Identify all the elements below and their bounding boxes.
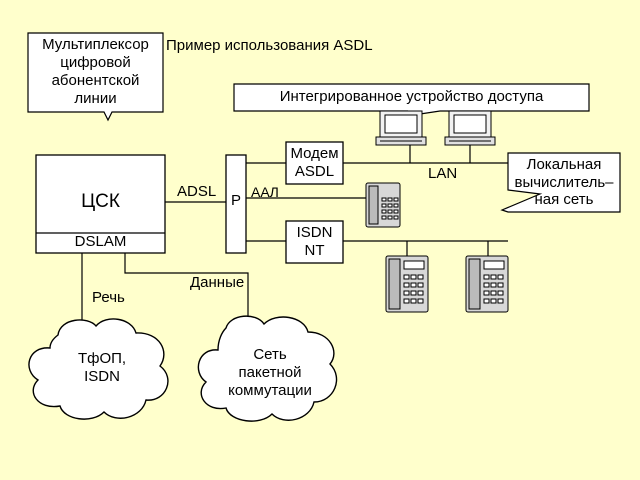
diagram-title: Пример использования ASDL: [166, 37, 373, 54]
lan-callout-shape: [500, 152, 621, 213]
aal-link-label: AAЛ: [251, 184, 279, 200]
splitter-block: [225, 154, 247, 254]
mux-callout-shape: [27, 32, 164, 122]
isdn-nt-label: ISDN NT: [296, 224, 333, 259]
isdn-nt-block: [285, 220, 344, 264]
data-link: [124, 253, 249, 320]
telephone-icon: [385, 255, 429, 313]
pstn-cloud-label: ТфОП, ISDN: [77, 350, 127, 385]
modem-label: Модем ASDL: [290, 145, 339, 180]
mux-callout-text: Мультиплексор цифровой абонентской линии: [42, 36, 149, 107]
lan-link-label: LAN: [428, 165, 458, 182]
csk-block: [35, 154, 166, 254]
computer-icon: [375, 110, 427, 146]
packet-network-label: Сеть пакетной коммутации: [228, 346, 312, 399]
iad-callout-text: Интегрированное устройство доступа: [279, 88, 544, 105]
csk-label: ЦСК: [81, 191, 120, 212]
voice-link-label: Речь: [92, 289, 125, 306]
telephone-icon: [465, 255, 509, 313]
packet-network-cloud: [197, 315, 338, 422]
dslam-label: DSLAM: [74, 233, 127, 250]
data-link-label: Данные: [190, 274, 245, 291]
splitter-label: P: [230, 192, 241, 209]
modem-block: [285, 141, 344, 185]
telephone-icon: [365, 182, 401, 228]
lan-callout-text: Локальная вычислитель– ная сеть: [514, 156, 614, 209]
computer-icon: [444, 110, 496, 146]
adsl-link-label: ADSL: [177, 183, 217, 200]
pstn-cloud: [28, 318, 169, 420]
